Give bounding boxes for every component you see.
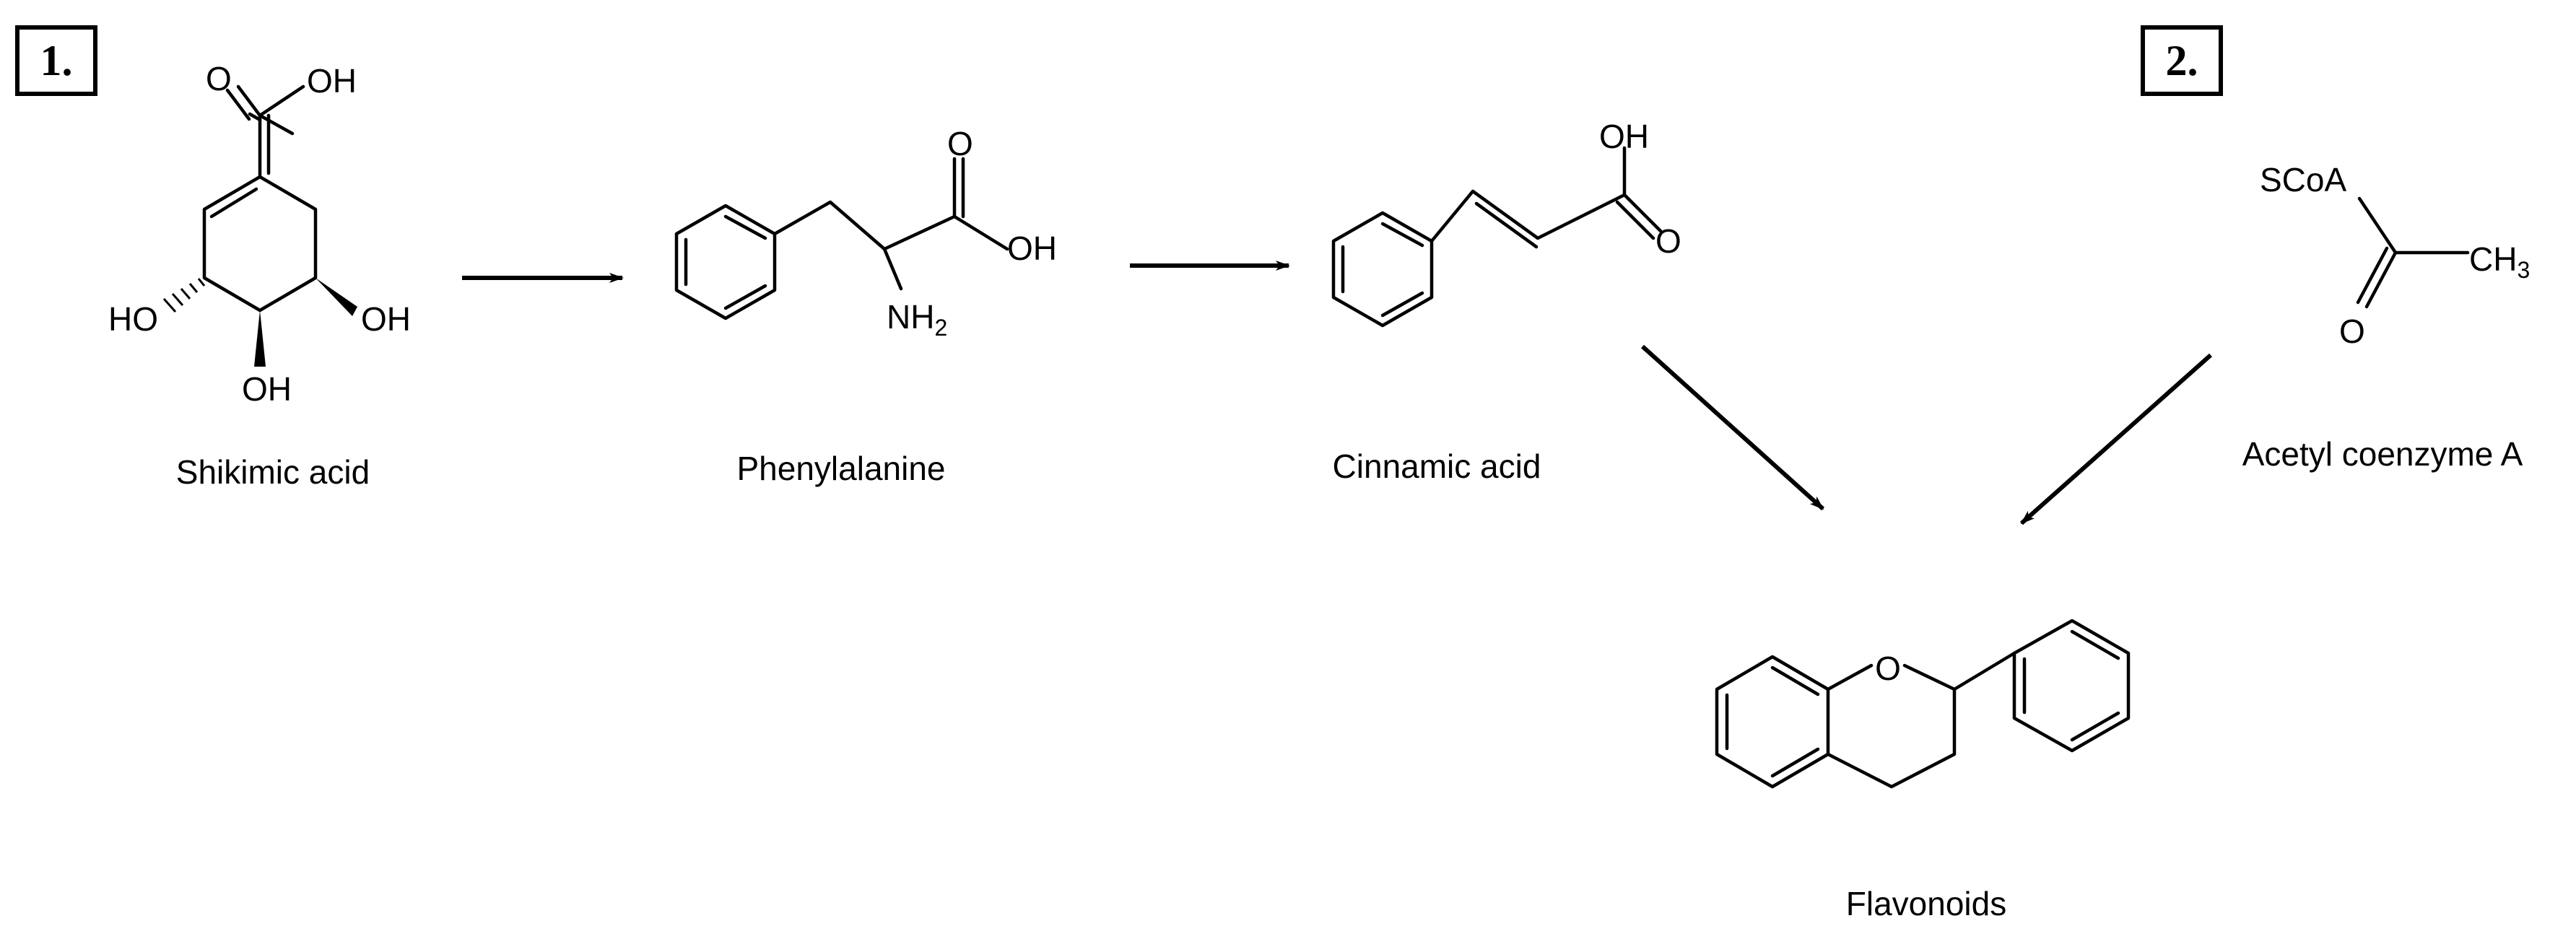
phenylalanine-amine: NH2 [887, 298, 947, 341]
flavonoids-structure: O [1715, 619, 2131, 789]
panel-label-1: 1. [15, 25, 97, 96]
phenylalanine-carbonyl-o: O [947, 125, 973, 162]
cinnamic-carbonyl-o: O [1655, 222, 1681, 260]
acetyl-coa-structure: SCoA CH3 O [2260, 161, 2530, 350]
shikimic-oh-bottom: OH [242, 370, 292, 408]
shikimic-oh-left: HO [108, 300, 158, 338]
shikimic-acid-oh: OH [307, 62, 357, 100]
acetyl-coa-scoa: SCoA [2260, 161, 2346, 198]
flavonoids-ring-o: O [1875, 650, 1901, 687]
arrow-cinnamic-to-flavonoids [1640, 344, 1825, 511]
phenylalanine-acid-oh: OH [1007, 230, 1057, 267]
acetyl-coa-carbonyl-o: O [2339, 313, 2365, 350]
shikimic-acid-name: Shikimic acid [176, 453, 370, 491]
shikimic-acid-structure: O OH HO OH OH [108, 60, 411, 408]
flavonoids-name: Flavonoids [1846, 885, 2006, 922]
cinnamic-acid-structure: OH O [1331, 118, 1681, 328]
phenylalanine-structure: O OH NH2 [674, 125, 1057, 341]
arrow-acetyl-coa-to-flavonoids [2020, 353, 2212, 525]
acetyl-coa-name: Acetyl coenzyme A [2242, 435, 2523, 473]
panel-label-2: 2. [2141, 25, 2223, 96]
cinnamic-acid-oh: OH [1599, 118, 1649, 155]
phenylalanine-name: Phenylalanine [736, 450, 945, 487]
svg-text:2.: 2. [2166, 37, 2198, 84]
shikimic-oh-right: OH [361, 300, 411, 338]
svg-text:1.: 1. [40, 37, 73, 84]
shikimic-carbonyl-o: O [206, 60, 232, 97]
cinnamic-acid-name: Cinnamic acid [1333, 447, 1541, 485]
acetyl-coa-methyl: CH3 [2469, 240, 2530, 283]
